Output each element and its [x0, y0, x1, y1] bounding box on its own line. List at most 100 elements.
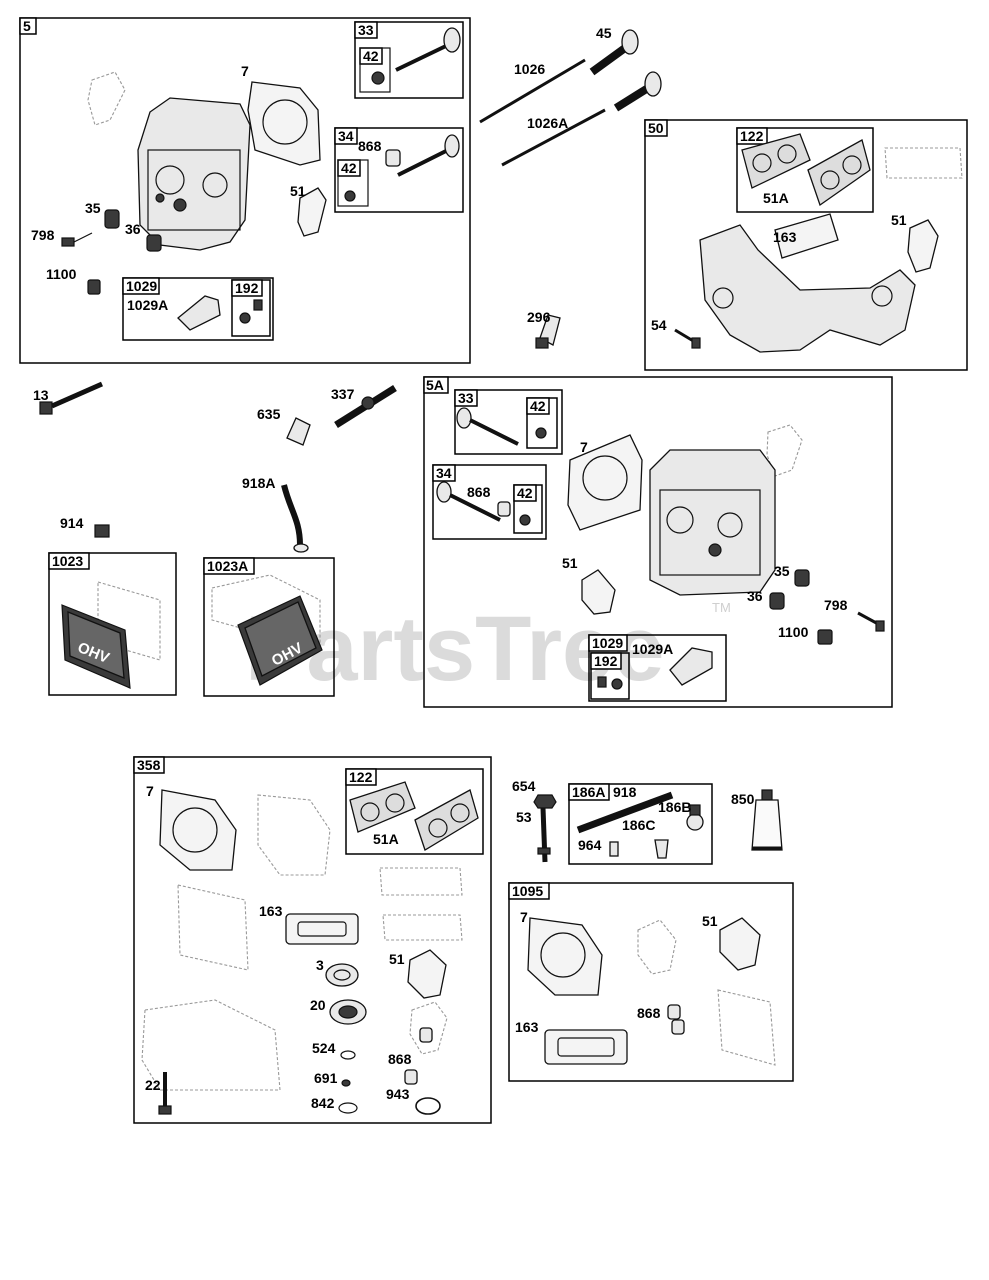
group-122-tag: 122: [740, 128, 764, 144]
group-192-tag-2: 192: [594, 653, 618, 669]
label-186C: 186C: [622, 817, 655, 833]
group-358[interactable]: 358: [133, 756, 492, 1124]
head-gasket-5A-part[interactable]: [567, 434, 643, 531]
ring-691-part[interactable]: [341, 1079, 351, 1087]
pushrod-1026-part[interactable]: [479, 58, 586, 124]
bolt-part[interactable]: [61, 232, 93, 247]
ring-842-part[interactable]: [338, 1102, 358, 1114]
group-34-5A[interactable]: 34 42 868: [432, 464, 547, 540]
valve-spring-part[interactable]: [104, 209, 120, 229]
valve-spring-5A-part-2[interactable]: [769, 592, 785, 610]
sealant-tube-850-part[interactable]: [751, 789, 783, 851]
label-35: 35: [85, 200, 101, 216]
seal-3-part[interactable]: [325, 963, 359, 987]
ring-524-part[interactable]: [340, 1050, 356, 1060]
intake-gasket-5A-part[interactable]: [581, 569, 616, 615]
screw-914-part[interactable]: [94, 524, 110, 538]
gasket-163-1095-part[interactable]: [544, 1029, 628, 1065]
label-337: 337: [331, 386, 355, 402]
group-192-tag: 192: [235, 280, 259, 296]
stud-53-part[interactable]: [537, 807, 551, 863]
label-7: 7: [241, 63, 249, 79]
exhaust-manifold-part[interactable]: [699, 224, 916, 353]
breather-296-part[interactable]: [535, 314, 561, 349]
gasket-163-358-part[interactable]: [285, 913, 359, 945]
group-33[interactable]: 33 42: [354, 21, 464, 99]
group-42-tag-4: 42: [517, 485, 533, 501]
gasket-outline: [884, 147, 963, 179]
group-1029[interactable]: 1029 192 1029A: [122, 277, 274, 341]
label-51-2: 51: [891, 212, 907, 228]
group-1023A-tag: 1023A: [207, 558, 248, 574]
gasket-outline: [257, 794, 331, 876]
cylinder-head-part[interactable]: [137, 97, 251, 251]
sleeve-868-1095-part[interactable]: [667, 1004, 685, 1035]
valve-spring-part-2[interactable]: [146, 234, 162, 252]
bolt-54-part[interactable]: [674, 328, 701, 349]
group-1029-5A[interactable]: 1029 192 1029A: [588, 634, 727, 702]
spark-plug-boot-635-part[interactable]: [286, 417, 311, 446]
group-5[interactable]: 5: [19, 17, 471, 364]
gasket-51-358-part[interactable]: [407, 949, 447, 999]
label-51-4: 51: [389, 951, 405, 967]
valve-spring-5A-part[interactable]: [794, 569, 810, 587]
label-7-3: 7: [146, 783, 154, 799]
gasket-163-part[interactable]: [774, 213, 839, 259]
spark-plug-337-part[interactable]: [334, 385, 397, 428]
group-5A[interactable]: 5A: [423, 376, 893, 708]
intake-gasket-part[interactable]: [297, 187, 327, 237]
pushrod-1026A-part[interactable]: [501, 108, 606, 167]
bolt-13-part[interactable]: [39, 381, 104, 415]
label-868-4: 868: [637, 1005, 661, 1021]
label-868: 868: [358, 138, 382, 154]
label-524: 524: [312, 1040, 336, 1056]
label-654: 654: [512, 778, 536, 794]
label-296: 296: [527, 309, 551, 325]
group-122[interactable]: 122 51A: [736, 127, 874, 213]
group-50[interactable]: 50: [644, 119, 968, 371]
cylinder-head-5A-part[interactable]: [649, 449, 776, 596]
group-50-tag: 50: [648, 120, 664, 136]
sleeve-868-358-part[interactable]: [404, 1027, 433, 1085]
group-358-tag: 358: [137, 757, 161, 773]
label-7-4: 7: [520, 909, 528, 925]
seal-20-part[interactable]: [329, 999, 367, 1025]
group-5A-tag: 5A: [426, 377, 444, 393]
group-33-5A[interactable]: 33 42: [454, 389, 563, 455]
group-42-tag-2: 42: [341, 160, 357, 176]
breather-tube-918A-part[interactable]: [281, 484, 309, 553]
label-36-2: 36: [747, 588, 763, 604]
group-34[interactable]: 34 42 868: [334, 127, 464, 213]
label-35-2: 35: [774, 563, 790, 579]
gasket-outline-3: [141, 999, 281, 1091]
label-45: 45: [596, 25, 612, 41]
head-gasket-part[interactable]: [247, 81, 321, 166]
label-691: 691: [314, 1070, 338, 1086]
group-1095-tag: 1095: [512, 883, 543, 899]
oring-943-part[interactable]: [415, 1097, 441, 1115]
label-798: 798: [31, 227, 55, 243]
gasket-51-part[interactable]: [907, 219, 939, 273]
group-1095[interactable]: 1095: [508, 882, 794, 1082]
group-1023A[interactable]: 1023A OHV: [203, 557, 335, 697]
valve-part[interactable]: [613, 71, 662, 112]
watermark-tm: TM: [712, 600, 731, 615]
group-186A[interactable]: 186A 918 186B 186C 964: [568, 783, 713, 865]
gasket-51-1095-part[interactable]: [719, 917, 761, 971]
bolt-22-part[interactable]: [158, 1072, 172, 1115]
label-51-5: 51: [702, 913, 718, 929]
label-798-2: 798: [824, 597, 848, 613]
head-gasket-1095-part[interactable]: [527, 917, 603, 996]
nut-part[interactable]: [87, 279, 101, 295]
valve-45-part[interactable]: [589, 29, 639, 76]
nut-654-part[interactable]: [533, 794, 557, 809]
group-122-358[interactable]: 122 51A: [345, 768, 484, 855]
group-1029-tag-2: 1029: [592, 635, 623, 651]
nut-1100-5A-part[interactable]: [817, 629, 833, 645]
bolt-798-5A-part[interactable]: [857, 611, 885, 632]
group-1023[interactable]: 1023 OHV: [48, 552, 177, 696]
label-51A: 51A: [763, 190, 789, 206]
head-gasket-358-part[interactable]: [159, 789, 237, 871]
label-943: 943: [386, 1086, 410, 1102]
